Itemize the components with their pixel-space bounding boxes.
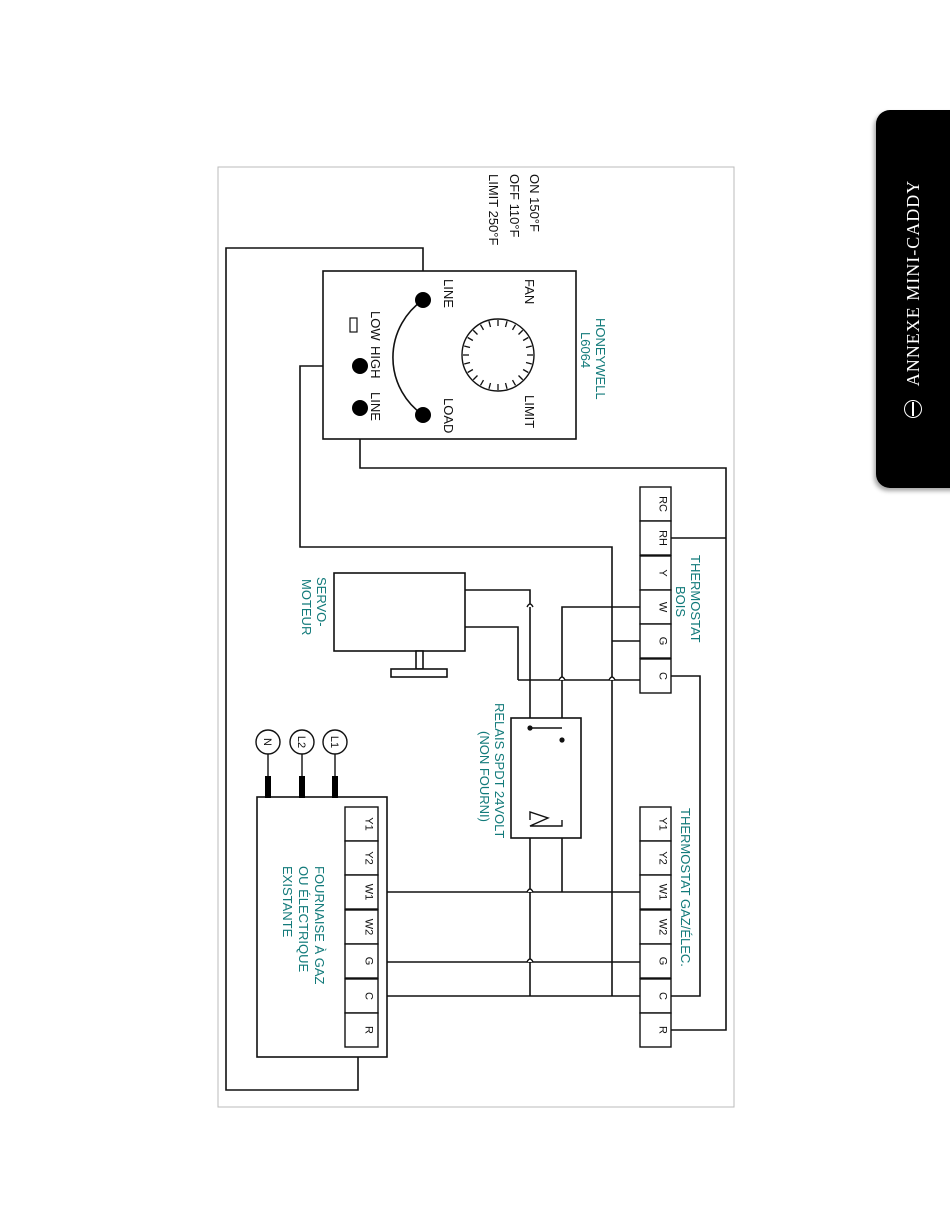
relay [511, 718, 581, 838]
gaz-terminal-label: W1 [657, 884, 669, 901]
gaz-terminal-label: G [657, 957, 669, 966]
furnace-terminal-label: W1 [363, 884, 375, 901]
bois-terminal-rh: RH [640, 521, 671, 555]
bois-terminal-g: G [640, 624, 671, 658]
gaz-terminal-y1: Y1 [640, 807, 671, 841]
gaz-terminal-w1: W1 [640, 875, 671, 909]
gaz-terminal-label: C [657, 992, 669, 1000]
furnace-terminal-label: R [363, 1026, 375, 1034]
furnace-terminal-c: C [345, 979, 378, 1013]
terminal-high [352, 358, 368, 374]
setting-limit: LIMIT 250°F [486, 174, 501, 245]
furnace-terminal-label: G [363, 957, 375, 966]
servo-label: SERVO- [314, 577, 329, 627]
setting-on: ON 150°F [527, 174, 542, 232]
gaz-terminal-w2: W2 [640, 910, 671, 944]
gaz-terminal-label: Y1 [657, 817, 669, 830]
furnace-terminal-w2: W2 [345, 910, 378, 944]
terminal-line-bottom [352, 400, 368, 416]
bois-terminal-label: G [657, 637, 669, 646]
info-circle-icon [904, 400, 922, 418]
servo-sublabel: MOTEUR [299, 579, 314, 635]
furnace-terminal-label: Y1 [363, 817, 375, 830]
gaz-terminal-r: R [640, 1013, 671, 1047]
furnace-terminal-w1: W1 [345, 875, 378, 909]
power-lead-l2-label: L2 [295, 736, 307, 748]
bois-terminal-label: C [657, 672, 669, 680]
bois-terminal-w: W [640, 590, 671, 624]
gaz-terminal-label: Y2 [657, 851, 669, 864]
honeywell-line-top-label: LINE [441, 279, 456, 308]
terminal-line-top [415, 292, 431, 308]
furnace-label: FOURNAISE À GAZ [312, 866, 327, 985]
power-lead-n-label: N [261, 738, 273, 746]
thermostat-bois-sublabel: BOIS [673, 586, 688, 617]
bois-terminal-label: RH [657, 530, 669, 546]
setting-off: OFF 110°F [507, 174, 522, 238]
gaz-terminal-y2: Y2 [640, 841, 671, 875]
power-lead-l1-label: L1 [328, 736, 340, 748]
honeywell-limit-label: LIMIT [522, 395, 537, 428]
honeywell-load-label: LOAD [441, 398, 456, 433]
honeywell-low-label: LOW [368, 311, 383, 341]
honeywell-fan-label: FAN [522, 279, 537, 304]
gaz-terminal-label: R [657, 1026, 669, 1034]
low-high-switch [350, 318, 357, 332]
honeywell-model: L6064 [578, 332, 593, 368]
bois-terminal-c: C [640, 659, 671, 693]
side-tab-title: ANNEXE MINI-CADDY [903, 180, 924, 386]
thermostat-gaz-label: THERMOSTAT GAZ/ÉLEC. [678, 808, 693, 967]
bois-terminal-rc: RC [640, 487, 671, 521]
annex-side-tab[interactable]: ANNEXE MINI-CADDY [876, 110, 950, 488]
terminal-load [415, 407, 431, 423]
bois-terminal-y: Y [640, 556, 671, 590]
honeywell-label: HONEYWELL [593, 318, 608, 400]
bois-terminal-label: RC [657, 496, 669, 512]
bois-terminal-label: W [657, 602, 669, 613]
relay-label: RELAIS SPDT 24VOLT [492, 703, 507, 838]
furnace-terminal-r: R [345, 1013, 378, 1047]
relay-sublabel: (NON FOURNI) [477, 731, 492, 822]
gaz-terminal-g: G [640, 944, 671, 978]
furnace-terminal-g: G [345, 944, 378, 978]
bois-terminal-label: Y [657, 569, 669, 577]
thermostat-bois-label: THERMOSTAT [688, 555, 703, 643]
honeywell-line-bottom-label: LINE [368, 392, 383, 421]
thermostat-bois: RC RH Y W G C [640, 487, 671, 693]
dial [462, 319, 534, 391]
furnace-terminal-y1: Y1 [345, 807, 378, 841]
furnace-terminal-label: Y2 [363, 851, 375, 864]
honeywell-high-label: HIGH [368, 346, 383, 379]
gaz-terminal-c: C [640, 979, 671, 1013]
furnace-terminal-label: W2 [363, 919, 375, 936]
furnace-sublabel: OU ÉLECTRIQUE [296, 866, 311, 973]
gaz-terminal-label: W2 [657, 919, 669, 936]
furnace-terminal-label: C [363, 992, 375, 1000]
furnace-terminal-y2: Y2 [345, 841, 378, 875]
furnace-sublabel-2: EXISTANTE [280, 866, 295, 938]
